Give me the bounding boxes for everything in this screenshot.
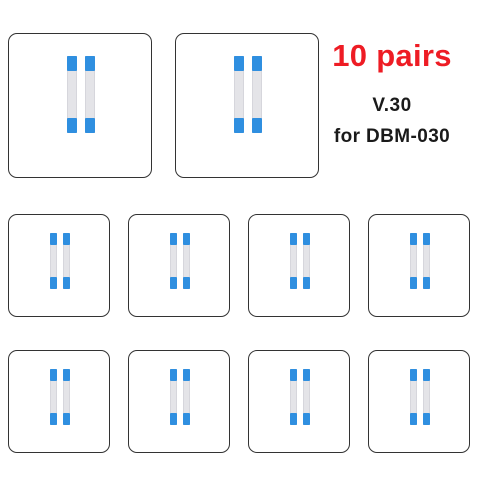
cable-bottom-connector bbox=[303, 277, 310, 289]
cable-top-connector bbox=[85, 56, 95, 71]
ribbon-cable bbox=[170, 233, 177, 289]
ribbon-cable bbox=[170, 369, 177, 425]
product-image-tile bbox=[368, 214, 470, 317]
cable-bottom-connector bbox=[183, 277, 190, 289]
ribbon-cable bbox=[423, 369, 430, 425]
ribbon-cable bbox=[183, 369, 190, 425]
product-image-tile bbox=[368, 350, 470, 453]
ribbon-cable-pair-image bbox=[9, 351, 109, 452]
cable-top-connector bbox=[423, 233, 430, 245]
cable-bottom-connector bbox=[67, 118, 77, 133]
cable-bottom-connector bbox=[410, 413, 417, 425]
cable-bottom-connector bbox=[410, 277, 417, 289]
product-image-tile bbox=[175, 33, 319, 178]
product-image-tile bbox=[128, 214, 230, 317]
ribbon-cable bbox=[234, 56, 244, 133]
product-image-tile bbox=[8, 214, 110, 317]
cable-top-connector bbox=[303, 369, 310, 381]
product-image-tile bbox=[8, 350, 110, 453]
cable-bottom-connector bbox=[290, 413, 297, 425]
cable-bottom-connector bbox=[50, 413, 57, 425]
cable-top-connector bbox=[67, 56, 77, 71]
cable-top-connector bbox=[183, 369, 190, 381]
ribbon-cable bbox=[67, 56, 77, 133]
cable-bottom-connector bbox=[170, 413, 177, 425]
ribbon-cable-pair-image bbox=[369, 351, 469, 452]
cable-top-connector bbox=[303, 233, 310, 245]
cable-top-connector bbox=[234, 56, 244, 71]
cable-top-connector bbox=[410, 369, 417, 381]
ribbon-cable bbox=[252, 56, 262, 133]
cable-bottom-connector bbox=[85, 118, 95, 133]
ribbon-cable bbox=[290, 233, 297, 289]
quantity-heading: 10 pairs bbox=[332, 38, 452, 73]
ribbon-cable bbox=[423, 233, 430, 289]
version-label: V.30 bbox=[372, 95, 412, 116]
product-image-tile bbox=[248, 350, 350, 453]
cable-top-connector bbox=[423, 369, 430, 381]
cable-top-connector bbox=[170, 233, 177, 245]
cable-bottom-connector bbox=[303, 413, 310, 425]
ribbon-cable bbox=[183, 233, 190, 289]
product-image-tile bbox=[8, 33, 152, 178]
cable-bottom-connector bbox=[50, 277, 57, 289]
ribbon-cable-pair-image bbox=[129, 215, 229, 316]
cable-top-connector bbox=[63, 233, 70, 245]
cable-top-connector bbox=[252, 56, 262, 71]
cable-bottom-connector bbox=[234, 118, 244, 133]
ribbon-cable bbox=[50, 369, 57, 425]
cable-top-connector bbox=[50, 369, 57, 381]
cable-bottom-connector bbox=[290, 277, 297, 289]
ribbon-cable bbox=[290, 369, 297, 425]
ribbon-cable bbox=[85, 56, 95, 133]
ribbon-cable-pair-image bbox=[249, 215, 349, 316]
cable-top-connector bbox=[290, 233, 297, 245]
ribbon-cable-pair-image bbox=[176, 34, 318, 177]
cable-bottom-connector bbox=[252, 118, 262, 133]
cable-bottom-connector bbox=[63, 413, 70, 425]
cable-bottom-connector bbox=[423, 413, 430, 425]
ribbon-cable-pair-image bbox=[369, 215, 469, 316]
ribbon-cable-pair-image bbox=[9, 34, 151, 177]
cable-top-connector bbox=[183, 233, 190, 245]
ribbon-cable bbox=[50, 233, 57, 289]
cable-top-connector bbox=[410, 233, 417, 245]
ribbon-cable bbox=[303, 369, 310, 425]
product-image-tile bbox=[128, 350, 230, 453]
ribbon-cable bbox=[410, 369, 417, 425]
cable-top-connector bbox=[63, 369, 70, 381]
cable-top-connector bbox=[50, 233, 57, 245]
compatibility-label: for DBM-030 bbox=[333, 126, 451, 147]
product-image-tile bbox=[248, 214, 350, 317]
cable-top-connector bbox=[290, 369, 297, 381]
ribbon-cable bbox=[410, 233, 417, 289]
ribbon-cable bbox=[63, 233, 70, 289]
ribbon-cable-pair-image bbox=[249, 351, 349, 452]
cable-bottom-connector bbox=[63, 277, 70, 289]
cable-bottom-connector bbox=[170, 277, 177, 289]
ribbon-cable bbox=[303, 233, 310, 289]
cable-bottom-connector bbox=[423, 277, 430, 289]
ribbon-cable-pair-image bbox=[129, 351, 229, 452]
ribbon-cable bbox=[63, 369, 70, 425]
cable-top-connector bbox=[170, 369, 177, 381]
ribbon-cable-pair-image bbox=[9, 215, 109, 316]
cable-bottom-connector bbox=[183, 413, 190, 425]
